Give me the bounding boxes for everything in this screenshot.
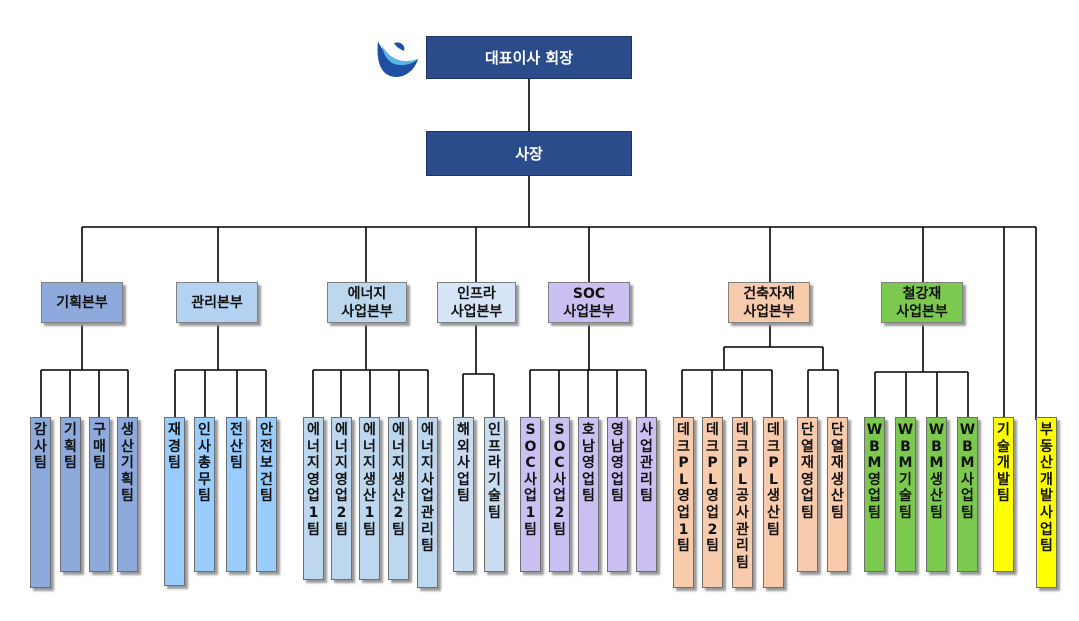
team-label: 호남영업팀 [582, 422, 595, 505]
team-label: 전산팀 [230, 422, 243, 472]
team-box: 부동산개발사업팀 [1036, 417, 1057, 588]
team-box: 데크PL공사관리팀 [732, 417, 753, 588]
division-label: 철강재 [902, 285, 942, 302]
team-label: 기술개발팀 [997, 422, 1010, 505]
team-label: SOC사업2팀 [553, 422, 566, 538]
team-label: 단열재생산팀 [831, 422, 844, 521]
team-box: 데크PL생산팀 [763, 417, 784, 588]
team-label: 안전보건팀 [260, 422, 273, 505]
team-label: 감사팀 [34, 422, 47, 472]
division-label: 기획본부 [56, 294, 108, 311]
team-label: 데크PL생산팀 [767, 422, 780, 538]
team-label: WBM기술팀 [897, 422, 914, 521]
team-label: SOC사업1팀 [524, 422, 537, 538]
team-label: 에너지영업1팀 [307, 422, 320, 538]
team-box: 데크PL영업2팀 [702, 417, 723, 588]
team-box: 호남영업팀 [578, 417, 599, 572]
team-label: 에너지사업관리팀 [421, 422, 434, 555]
team-box: SOC사업2팀 [549, 417, 570, 572]
team-box: 재경팀 [164, 417, 185, 586]
team-label: 영남영업팀 [611, 422, 624, 505]
team-label: WBM사업팀 [959, 422, 976, 521]
team-label: 사업관리팀 [640, 422, 653, 505]
team-label: 해외사업팀 [457, 422, 470, 505]
team-box: SOC사업1팀 [520, 417, 541, 572]
team-box: 인프라기술팀 [484, 417, 505, 572]
team-box: 인사총무팀 [194, 417, 215, 572]
division-label: 관리본부 [191, 294, 243, 311]
division-label: 인프라 [457, 285, 496, 302]
team-box: 에너지생산2팀 [388, 417, 409, 580]
team-label: 재경팀 [168, 422, 181, 472]
team-label: 데크PL영업1팀 [677, 422, 690, 555]
team-label: WBM생산팀 [928, 422, 945, 521]
team-box: WBM기술팀 [895, 417, 916, 572]
team-label: 생산기획팀 [121, 422, 134, 505]
team-box: WBM생산팀 [926, 417, 947, 572]
team-label: 에너지생산1팀 [363, 422, 376, 538]
ceo-box: 대표이사 회장 [426, 36, 632, 79]
team-label: 에너지생산2팀 [392, 422, 405, 538]
team-box: 데크PL영업1팀 [673, 417, 694, 588]
team-label: 인사총무팀 [198, 422, 211, 505]
division-label: 사업본부 [450, 303, 503, 320]
division-label: 건축자재 [743, 285, 795, 302]
team-box: 감사팀 [30, 417, 51, 588]
team-label: 부동산개발사업팀 [1040, 422, 1053, 555]
division-box: 관리본부 [176, 282, 258, 323]
division-label: SOC [572, 285, 606, 302]
team-label: 인프라기술팀 [488, 422, 501, 521]
division-label: 사업본부 [743, 303, 795, 320]
division-label: 사업본부 [896, 303, 948, 320]
team-box: 에너지영업2팀 [331, 417, 352, 580]
team-label: 데크PL영업2팀 [706, 422, 719, 555]
division-label: 사업본부 [341, 303, 393, 320]
team-box: WBM사업팀 [957, 417, 978, 572]
team-box: 해외사업팀 [453, 417, 474, 572]
team-label: 단열재영업팀 [801, 422, 814, 521]
team-box: 전산팀 [226, 417, 247, 572]
division-label: 사업본부 [563, 303, 615, 320]
team-label: WBM영업팀 [866, 422, 883, 521]
team-box: 에너지영업1팀 [303, 417, 324, 580]
division-label: 에너지 [347, 285, 387, 302]
team-box: 생산기획팀 [117, 417, 138, 572]
team-box: 단열재생산팀 [827, 417, 848, 572]
team-box: 단열재영업팀 [797, 417, 818, 572]
team-label: 에너지영업2팀 [335, 422, 348, 538]
team-box: 구매팀 [89, 417, 110, 572]
company-logo-icon [377, 41, 418, 78]
team-box: 영남영업팀 [607, 417, 628, 572]
president-box: 사장 [426, 131, 632, 176]
team-box: 사업관리팀 [636, 417, 657, 572]
team-box: 기획팀 [60, 417, 81, 572]
team-label: 구매팀 [93, 422, 106, 472]
team-box: 에너지생산1팀 [359, 417, 380, 580]
team-box: WBM영업팀 [864, 417, 885, 572]
team-box: 안전보건팀 [256, 417, 277, 572]
team-box: 에너지사업관리팀 [417, 417, 438, 588]
team-box: 기술개발팀 [993, 417, 1014, 572]
team-label: 데크PL공사관리팀 [736, 422, 749, 571]
division-box: 기획본부 [41, 282, 123, 323]
team-label: 기획팀 [64, 422, 77, 472]
